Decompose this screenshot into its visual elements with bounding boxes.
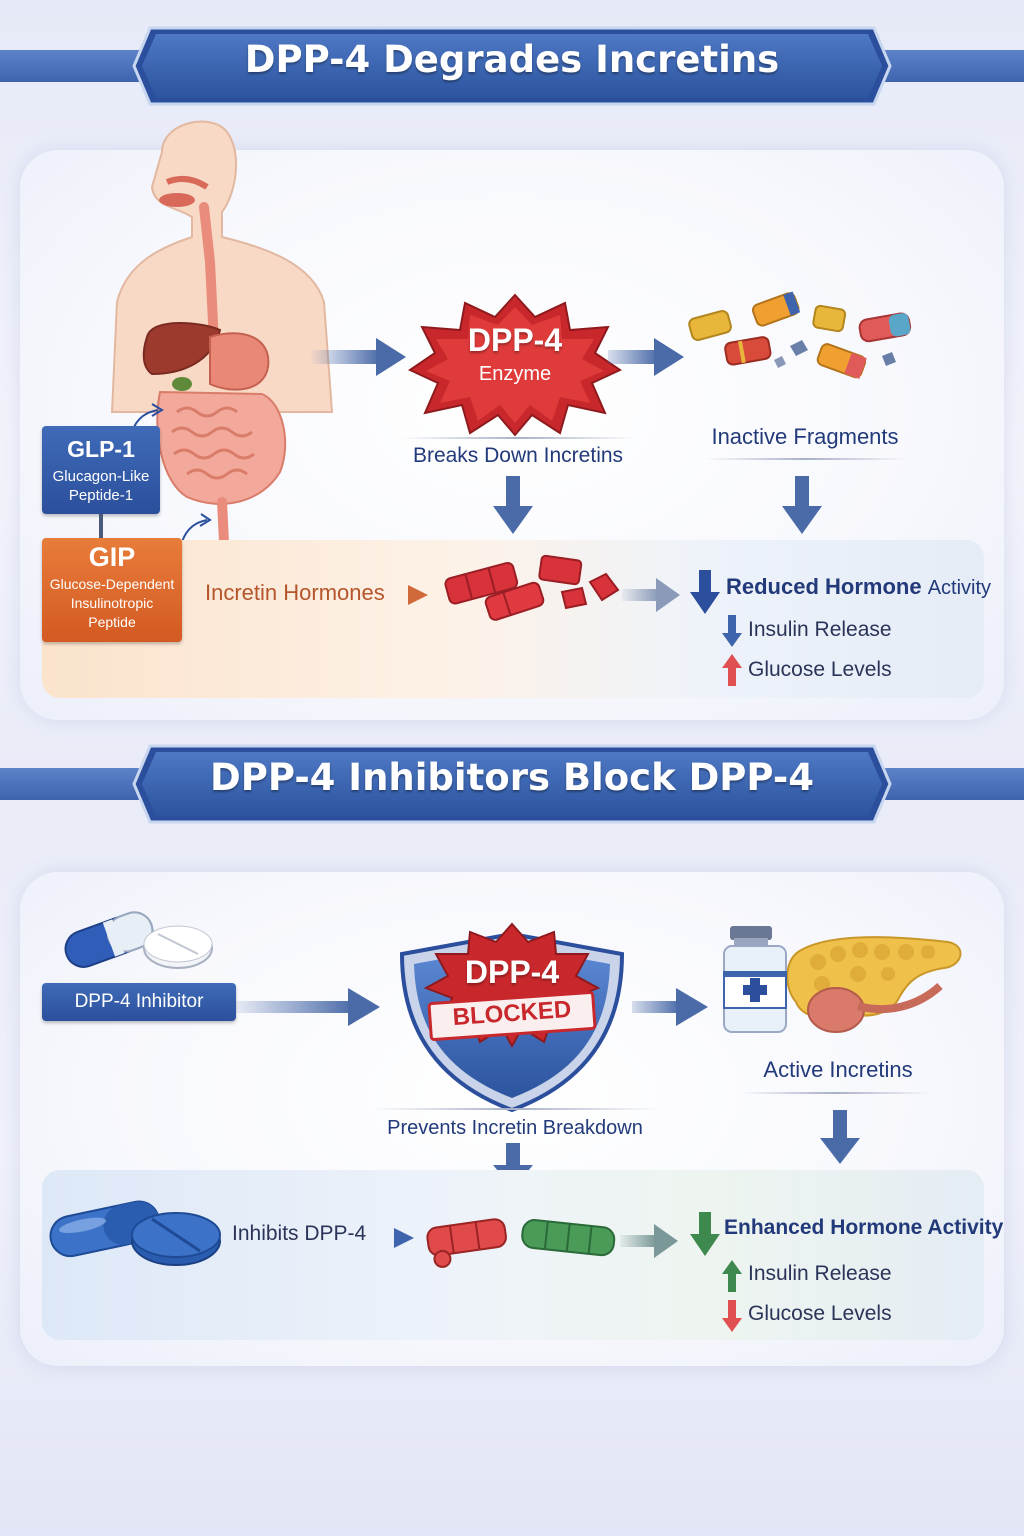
down-arrow-active-icon [820, 1110, 860, 1164]
shield-name: DPP-4 [464, 954, 560, 990]
down-arrow-breaks-icon [493, 476, 533, 534]
insulin-release-label-1: Insulin Release [748, 618, 892, 641]
enzyme-subtitle: Enzyme [478, 363, 552, 385]
inhibits-dpp4-label: Inhibits DPP-4 [232, 1222, 367, 1245]
glp1-name: GLP-1 [67, 436, 135, 462]
active-underline [740, 1092, 930, 1094]
gip-line3: Peptide [88, 614, 136, 630]
glp1-box: GLP-1 Glucagon-Like Peptide-1 [42, 426, 160, 514]
insulin-release-label-2: Insulin Release [748, 1262, 892, 1285]
arrow-to-fragments-icon [608, 338, 684, 376]
incretin-hormones-label: Incretin Hormones [205, 580, 385, 605]
glucose-down-arrow-icon [722, 1300, 742, 1332]
fragments-underline [706, 458, 906, 460]
reduced-down-arrow-icon [690, 570, 720, 614]
broken-incretin-icon [444, 554, 620, 621]
play-arrow-incretin-icon [408, 585, 428, 605]
arrow-to-shield-icon [236, 988, 380, 1026]
gip-line1: Glucose-Dependent [49, 576, 175, 592]
enzyme-name: DPP-4 [467, 322, 563, 358]
digestive-system-illustration [110, 120, 334, 547]
glucose-up-arrow-icon [722, 654, 742, 686]
section1-title: DPP-4 Degrades Incretins [244, 38, 780, 81]
section2-title: DPP-4 Inhibitors Block DPP-4 [210, 756, 814, 799]
down-arrow-fragments-icon [782, 476, 822, 534]
inhibitor-tablets-icon [49, 1200, 221, 1266]
prevents-breakdown-label: Prevents Incretin Breakdown [387, 1117, 643, 1139]
dpp4-inhibitor-box: DPP-4 Inhibitor [42, 983, 236, 1021]
gip-name: GIP [88, 542, 136, 572]
blocked-shield-icon [399, 922, 625, 1113]
reduced-headline-main: Reduced Hormone [726, 574, 922, 599]
gip-box: GIP Glucose-Dependent Insulinotropic Pep… [42, 538, 182, 642]
insulin-up-arrow-icon [722, 1260, 742, 1292]
glp1-line1: Glucagon-Like [52, 468, 150, 485]
dpp4-inhibitor-label: DPP-4 Inhibitor [74, 991, 204, 1012]
glp1-line2: Peptide-1 [68, 487, 134, 504]
gip-line2: Insulinotropic [70, 595, 154, 611]
section1-banner: DPP-4 Degrades Incretins [0, 26, 1024, 106]
pills-icon [64, 911, 213, 969]
breaks-underline [400, 437, 636, 439]
reduced-activity-label: Reduced Hormone Activity [726, 574, 991, 600]
breaks-down-label: Breaks Down Incretins [412, 444, 624, 467]
glucose-levels-label-2: Glucose Levels [748, 1302, 892, 1325]
arrow-to-enzyme-icon [310, 338, 406, 376]
enhanced-activity-label: Enhanced Hormone Activity [724, 1216, 1004, 1239]
insulin-down-arrow-icon [722, 615, 742, 647]
play-arrow-inhibits-icon [394, 1228, 414, 1248]
arrow-to-active-icon [632, 988, 708, 1026]
arrow-to-enhanced-icon [620, 1224, 678, 1258]
dpp4-enzyme-burst-icon [407, 293, 623, 437]
inactive-fragments-icon [688, 291, 912, 379]
intact-incretins-icon [426, 1218, 616, 1268]
glp1-connector [99, 514, 103, 538]
arrow-to-reduced-icon [622, 578, 680, 612]
reduced-headline-tail: Activity [927, 577, 992, 599]
inactive-fragments-label: Inactive Fragments [711, 424, 899, 449]
vial-and-pancreas-icon [723, 926, 962, 1033]
prevents-underline [372, 1108, 658, 1110]
section2-banner: DPP-4 Inhibitors Block DPP-4 [0, 744, 1024, 824]
enhanced-down-arrow-icon [690, 1212, 720, 1256]
active-incretins-label: Active Incretins [763, 1057, 913, 1082]
glucose-levels-label-1: Glucose Levels [748, 658, 892, 681]
